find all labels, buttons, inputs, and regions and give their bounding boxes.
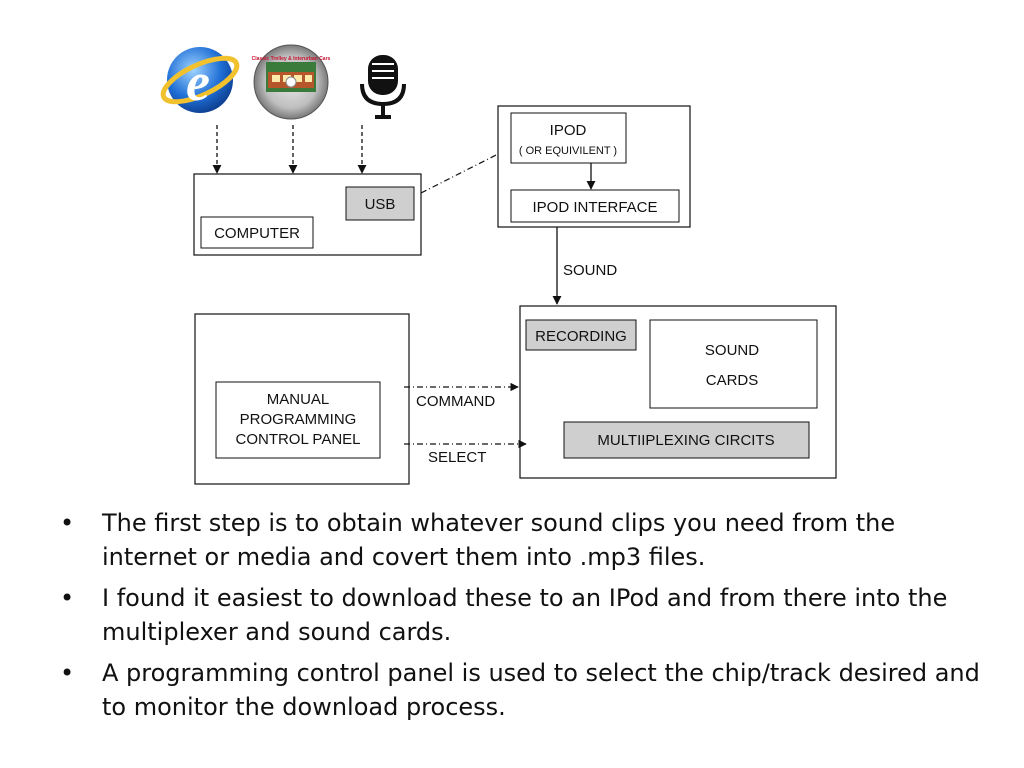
- ipod-sub-label: ( OR EQUIVILENT ): [519, 145, 617, 157]
- svg-text:e: e: [186, 52, 210, 112]
- cd-disc-icon: Classic Trolley & Interurban Cars: [252, 44, 331, 120]
- bullet-item: • The first step is to obtain whatever s…: [60, 506, 980, 574]
- bullet-item: • A programming control panel is used to…: [60, 656, 980, 724]
- multiplexing-label: MULTIIPLEXING CIRCITS: [597, 432, 774, 449]
- ipod-interface-box: [510, 189, 680, 223]
- manual-line2: PROGRAMMING: [240, 411, 357, 428]
- bullet-marker: •: [60, 509, 75, 537]
- system-block-diagram: e Classic Trolley & Interurban Cars COMP…: [160, 44, 837, 485]
- multiplexing-box: [563, 421, 810, 459]
- sound-cards-line1: SOUND: [705, 342, 759, 359]
- bullet-list: • The first step is to obtain whatever s…: [60, 506, 980, 731]
- recording-box: [525, 319, 637, 351]
- manual-line1: MANUAL: [267, 391, 330, 408]
- internet-explorer-icon: e: [160, 47, 240, 113]
- usb-label: USB: [365, 196, 396, 213]
- bullet-item: • I found it easiest to download these t…: [60, 581, 980, 649]
- manual-line3: CONTROL PANEL: [235, 431, 360, 448]
- sound-arrow-label: SOUND: [563, 262, 617, 279]
- computer-label: COMPUTER: [214, 225, 300, 242]
- bullet-marker: •: [60, 659, 75, 687]
- computer-label-box: [200, 216, 314, 249]
- bullet-marker: •: [60, 584, 75, 612]
- usb-box: [345, 186, 415, 221]
- command-label: COMMAND: [416, 393, 495, 410]
- sound-cards-box: [649, 319, 818, 409]
- manual-programming-box: [215, 381, 381, 459]
- ipod-label: IPOD: [550, 122, 587, 139]
- select-label: SELECT: [428, 449, 486, 466]
- recording-label: RECORDING: [535, 328, 627, 345]
- microphone-icon: [360, 55, 406, 119]
- sound-cards-line2: CARDS: [706, 372, 759, 389]
- ipod-interface-label: IPOD INTERFACE: [532, 199, 657, 216]
- bullet-text: A programming control panel is used to s…: [102, 659, 980, 721]
- cd-label-text: Classic Trolley & Interurban Cars: [252, 56, 331, 62]
- usb-to-ipod-arrow: [420, 149, 507, 194]
- ipod-box: [510, 112, 627, 164]
- bullet-text: The first step is to obtain whatever sou…: [102, 509, 896, 571]
- bullet-text: I found it easiest to download these to …: [102, 584, 948, 646]
